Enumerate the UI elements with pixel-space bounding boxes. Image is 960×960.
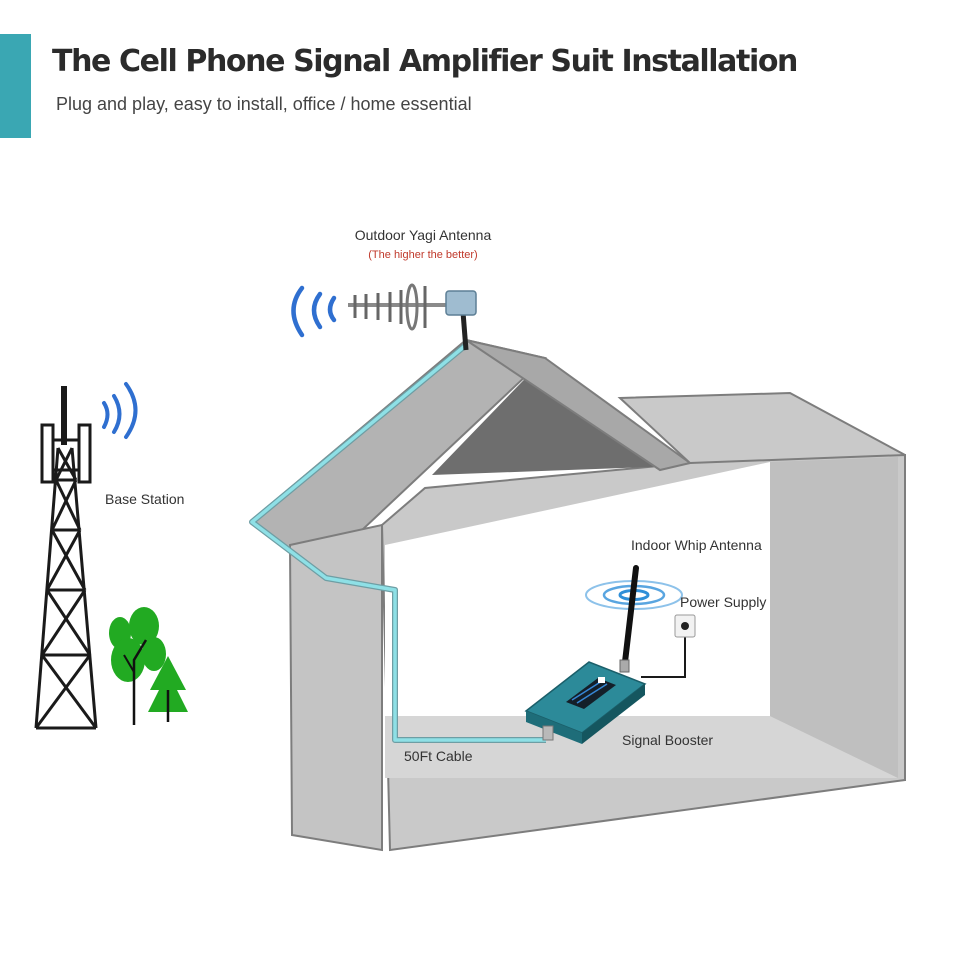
coax-cable	[249, 342, 546, 743]
header-accent-bar	[0, 34, 31, 138]
outdoor-antenna-note: (The higher the better)	[368, 249, 477, 261]
house	[250, 338, 906, 852]
house-left-wall	[288, 523, 383, 852]
signal-booster-label: Signal Booster	[622, 732, 713, 748]
power-cord	[641, 632, 686, 678]
outdoor-yagi-antenna	[348, 283, 477, 351]
tower-signal-waves-icon	[102, 382, 138, 439]
house-room-opening	[385, 462, 770, 716]
house-room-right-inner	[770, 457, 898, 778]
outdoor-signal-waves-icon	[291, 285, 337, 338]
house-roof-right	[465, 339, 693, 472]
house-floor	[385, 716, 898, 778]
outdoor-antenna-label: Outdoor Yagi Antenna	[355, 227, 492, 243]
cable-label: 50Ft Cable	[404, 748, 473, 764]
page-title: The Cell Phone Signal Amplifier Suit Ins…	[52, 44, 798, 79]
trees-icon	[109, 607, 188, 725]
page-subtitle: Plug and play, easy to install, office /…	[56, 94, 472, 114]
signal-booster-device	[524, 661, 647, 744]
power-outlet-icon	[674, 614, 696, 638]
house-gable	[432, 358, 676, 475]
base-station-tower-icon	[34, 386, 98, 730]
base-station-label: Base Station	[105, 491, 184, 507]
power-supply-label: Power Supply	[680, 594, 766, 610]
indoor-whip-antenna	[619, 565, 639, 673]
indoor-antenna-label: Indoor Whip Antenna	[631, 537, 762, 553]
